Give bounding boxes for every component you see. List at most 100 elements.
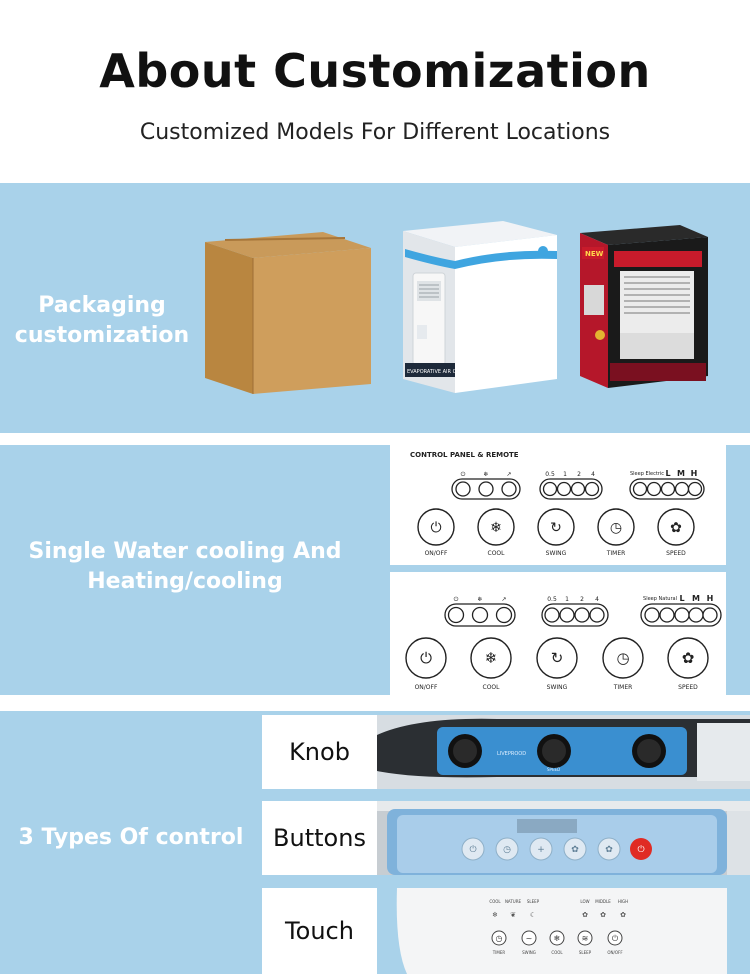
fan-icon: ✿ [582, 911, 588, 919]
power-icon: ⏻ [430, 520, 441, 536]
timer-label: TIMER [613, 684, 633, 691]
timer-label-05: 0.5 [545, 471, 555, 478]
knob-panel-speed: SPEED [547, 767, 560, 772]
touch-cool-label: COOL [489, 899, 501, 904]
touch-label: Touch [262, 888, 377, 974]
control-panel-electric-diagram: ⏻ ❄ ↗ 0.5 1 2 4 Sleep Electric L M H [417, 469, 705, 557]
power-icon: ⏻ [461, 471, 466, 478]
swing-icon: ↗ [501, 596, 506, 603]
white-box-caption: EVAPORATIVE AIR COOLER 12L [407, 369, 484, 375]
speed-label-l: L [665, 469, 670, 478]
timer-button [597, 508, 635, 546]
touch-low-label: LOW [580, 899, 589, 904]
swing-label: SWING [547, 684, 568, 691]
snowflake-icon: ❄ [554, 934, 561, 943]
moon-icon: ☾ [530, 911, 536, 919]
snowflake-icon: ❄ [483, 471, 488, 478]
power-icon: ⏻ [420, 649, 432, 667]
header: About Customization Customized Models Fo… [0, 0, 750, 183]
snowflake-icon: ❄ [492, 911, 498, 919]
swing-icon: ↻ [550, 520, 562, 536]
touch-nature-label: NATURE [505, 899, 522, 904]
sleep-icon: ≋ [582, 934, 589, 943]
speed-label-m: M [677, 469, 685, 478]
buttons-control-image: ⏻ ◷ + ✿ ✿ ⏻ [377, 801, 750, 875]
packaging-label: Packaging customization [14, 293, 190, 348]
swing-icon: ~ [526, 934, 533, 943]
timer-label-4: 4 [595, 596, 599, 603]
page-subtitle: Customized Models For Different Location… [139, 120, 611, 145]
timer-label-4: 4 [591, 471, 595, 478]
knob-label: Knob [262, 715, 377, 789]
cardboard-box-image [205, 232, 371, 394]
fan-icon: ✿ [670, 520, 682, 536]
plus-icon: + [537, 845, 545, 855]
speed-label-h: H [691, 469, 698, 478]
touch-swing-label: SWING [522, 950, 536, 955]
swing-icon: ↗ [506, 471, 511, 478]
control-panel-electric: CONTROL PANEL & REMOTE ⏻ ❄ ↗ 0.5 1 2 4 S… [390, 445, 726, 565]
onoff-button [405, 637, 447, 679]
speed-label-h: H [707, 594, 714, 603]
new-badge: NEW [585, 250, 604, 258]
touch-timer-label: TIMER [492, 950, 506, 955]
swing-label: SWING [546, 550, 567, 557]
speed-label-m: M [692, 594, 700, 603]
swing-button [537, 508, 575, 546]
speed-label: SPEED [678, 684, 698, 691]
knob-panel-brand: LIVEPROOD [497, 751, 526, 757]
power-icon: ⏻ [637, 844, 644, 855]
snowflake-icon: ❄ [477, 596, 482, 603]
power-icon: ⏻ [454, 596, 459, 603]
speed-button [667, 637, 709, 679]
snowflake-icon: ❄ [485, 649, 498, 667]
clock-icon: ◷ [616, 649, 629, 667]
sleep-label: Sleep Natural [643, 596, 677, 602]
control-panel-natural: ⏻ ❄ ↗ 0.5 1 2 4 Sleep Natural L M H [390, 572, 726, 695]
snowflake-icon: ❄ [490, 520, 502, 536]
fan-icon: ✿ [571, 845, 579, 855]
packaging-section: Packaging customization EVAPORATIVE AIR … [0, 183, 750, 433]
knob-control-image: LIVEPROOD SPEED [377, 715, 750, 789]
timer-label: TIMER [606, 550, 626, 557]
power-icon: ⏻ [612, 934, 619, 943]
buttons-label: Buttons [262, 801, 377, 875]
speed-label: SPEED [666, 550, 686, 557]
control-types-label: 3 Types Of control [18, 825, 244, 850]
page-title: About Customization [99, 44, 651, 98]
touch-control-image: COOL NATURE SLEEP LOW MIDDLE HIGH ❄ ❦ ☾ … [377, 888, 750, 974]
speed-button [657, 508, 695, 546]
timer-label-2: 2 [580, 596, 584, 603]
fan-icon: ✿ [620, 911, 626, 919]
white-product-box-image: EVAPORATIVE AIR COOLER 12L [403, 221, 557, 393]
printed-product-box-image: NEW [580, 225, 708, 388]
fan-icon: ✿ [600, 911, 606, 919]
timer-label-2: 2 [577, 471, 581, 478]
swing-button [536, 637, 578, 679]
touch-onoff-label: ON/OFF [607, 950, 623, 955]
touch-high-label: HIGH [618, 899, 628, 904]
touch-sleep-label: SLEEP [527, 899, 540, 904]
timer-label-05: 0.5 [547, 596, 557, 603]
control-panel-natural-diagram: ⏻ ❄ ↗ 0.5 1 2 4 Sleep Natural L M H [405, 594, 722, 691]
cool-button [477, 508, 515, 546]
onoff-label: ON/OFF [425, 550, 448, 557]
onoff-label: ON/OFF [415, 684, 438, 691]
timer-button [602, 637, 644, 679]
control-panel-label: Single Water cooling And Heating/cooling [28, 539, 342, 594]
touch-cool2-label: COOL [551, 950, 563, 955]
cool-label: COOL [483, 684, 501, 691]
clock-icon: ◷ [496, 934, 503, 943]
fan-icon: ✿ [682, 649, 695, 667]
onoff-button [417, 508, 455, 546]
touch-sleep2-label: SLEEP [579, 950, 592, 955]
speed-label-l: L [679, 594, 684, 603]
panel-title: CONTROL PANEL & REMOTE [410, 451, 519, 459]
clock-icon: ◷ [610, 520, 622, 536]
control-types-section: 3 Types Of control Knob Buttons Touch LI… [0, 711, 750, 974]
control-panel-section: Single Water cooling And Heating/cooling… [0, 445, 750, 695]
touch-middle-label: MIDDLE [595, 899, 611, 904]
power-icon: ⏻ [469, 844, 476, 855]
clock-icon: ◷ [503, 845, 511, 855]
timer-label-1: 1 [563, 471, 567, 478]
